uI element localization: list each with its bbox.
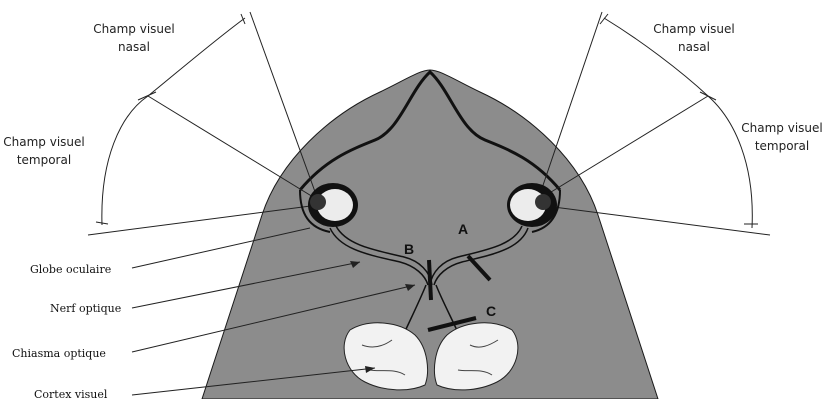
right-temporal-label-line2: temporal [755,139,809,153]
cut-label-c: C [486,303,496,319]
cortex-label: Cortex visuel [34,388,108,399]
cut-label-b: B [404,241,414,257]
cut-label-a: A [458,221,468,237]
nerf-label: Nerf optique [50,302,121,315]
left-nasal-label-line1: Champ visuel [93,22,174,36]
left-nasal-label-line2: nasal [118,40,150,54]
globe-label: Globe oculaire [30,263,111,276]
head-silhouette [202,70,658,399]
left-temporal-label-line2: temporal [17,153,71,167]
right-nasal-label-line1: Champ visuel [653,22,734,36]
chiasma-label: Chiasma optique [12,347,106,360]
right-temporal-label-line1: Champ visuel [741,121,822,135]
left-temporal-label-line1: Champ visuel [3,135,84,149]
cut-mark-b [429,260,431,300]
right-nasal-label-line2: nasal [678,40,710,54]
